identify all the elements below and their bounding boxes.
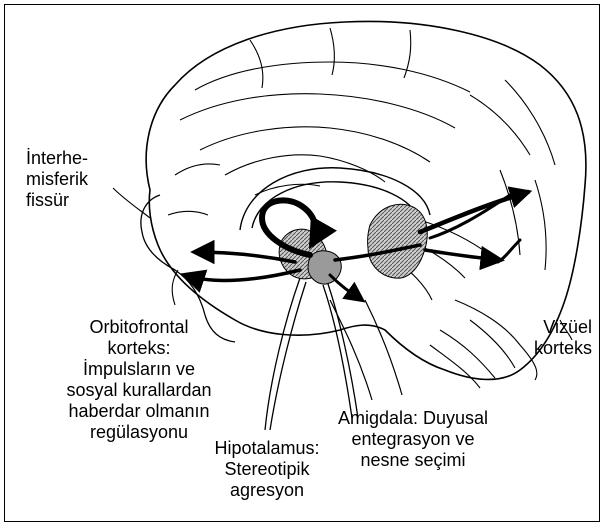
hypothalamus-pointer [265,278,300,430]
amygdala-label: Amigdala: Duyusal entegrasyon ve nesne s… [318,408,508,471]
visual-association-region [368,204,428,278]
orbitofrontal-cortex-label: Orbitofrontal korteks: İmpulsların ve so… [34,317,244,443]
arrow-visual-return [498,240,520,262]
interhemispheric-fissure-label: İnterhe- misferik fissür [26,148,88,211]
hypothalamus-pointer-2 [270,282,306,430]
arrow-to-frontal-lower [185,270,300,280]
amygdala-pointer [323,285,352,418]
cerebellum-contour [430,300,537,388]
arrow-amygdala-down [330,275,362,300]
visual-cortex-label: Vizüel korteks [522,317,592,359]
interhemispheric-pointer [113,188,150,218]
arrow-from-visual [430,195,510,238]
arrow-to-visual-upper [420,192,528,232]
